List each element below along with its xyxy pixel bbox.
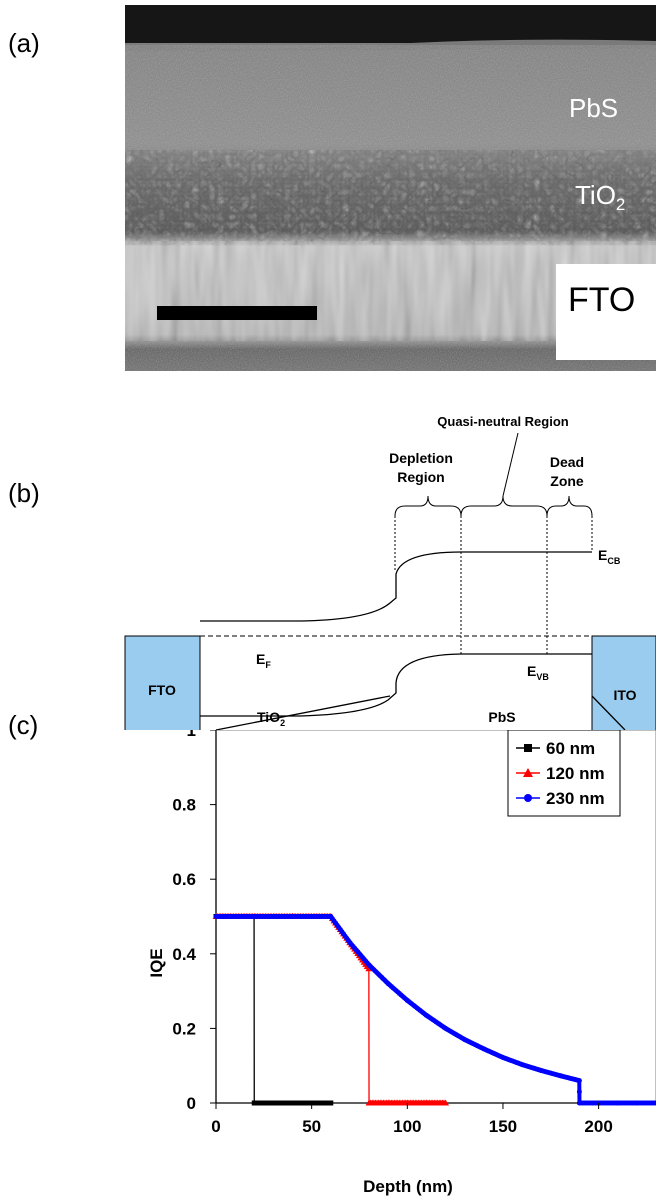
iqe-chart: 0 50 100 150 200 0 0.2 0.4 0.6 0.8 1 Depth (nm) IQ… bbox=[147, 730, 656, 1196]
data-point bbox=[523, 768, 533, 777]
pbs-layer-label: PbS bbox=[569, 93, 618, 123]
x-axis-label: Depth (nm) bbox=[363, 1177, 453, 1196]
series-2 bbox=[213, 914, 656, 1106]
quasi-neutral-brace bbox=[460, 495, 548, 517]
evb-label: EVB bbox=[527, 663, 549, 682]
legend-entry: 60 nm bbox=[516, 739, 595, 758]
band-diagram: Quasi-neutral Region Depletion Region De… bbox=[124, 414, 656, 730]
panel-a-label: (a) bbox=[8, 28, 40, 58]
series-line bbox=[216, 914, 656, 1105]
data-point bbox=[576, 1078, 582, 1084]
ef-label: EF bbox=[256, 651, 271, 670]
panel-b-label: (b) bbox=[8, 478, 40, 508]
legend-label: 230 nm bbox=[546, 789, 605, 808]
y-axis-label: IQE bbox=[147, 948, 166, 977]
data-point bbox=[524, 744, 532, 752]
ito-electrode-label: ITO bbox=[613, 687, 636, 703]
y-tick-label: 0 bbox=[187, 1094, 196, 1113]
quasi-neutral-pointer bbox=[502, 432, 519, 497]
quasi-neutral-region-label: Quasi-neutral Region bbox=[437, 414, 569, 429]
x-tick-label: 150 bbox=[489, 1117, 517, 1136]
series-line bbox=[216, 915, 331, 1104]
zoom-line-left bbox=[215, 695, 391, 730]
panel-c-label: (c) bbox=[8, 710, 39, 740]
y-tick-label: 0.4 bbox=[172, 945, 196, 964]
dead-zone-label-2: Zone bbox=[550, 473, 584, 489]
series-0 bbox=[213, 914, 334, 1106]
y-tick-label: 0.2 bbox=[172, 1019, 196, 1038]
data-point bbox=[576, 1089, 582, 1095]
data-point bbox=[524, 794, 532, 802]
x-tick-label: 200 bbox=[584, 1117, 612, 1136]
legend-entry: 230 nm bbox=[516, 789, 605, 808]
series-1 bbox=[212, 913, 450, 1106]
data-point bbox=[328, 1100, 334, 1106]
legend-label: 120 nm bbox=[546, 764, 605, 783]
zoom-line-right bbox=[591, 695, 626, 730]
fto-electrode-label: FTO bbox=[148, 682, 176, 698]
legend-entry: 120 nm bbox=[516, 764, 605, 783]
dead-zone-label-1: Dead bbox=[550, 454, 584, 470]
sem-cross-section-image: PbS TiO2 FTO bbox=[125, 5, 656, 371]
fto-electrode bbox=[124, 635, 201, 730]
chart-legend: 60 nm 120 nm 230 nm bbox=[507, 730, 621, 817]
depletion-brace bbox=[394, 495, 462, 517]
x-tick-label: 100 bbox=[393, 1117, 421, 1136]
ito-electrode bbox=[591, 635, 656, 730]
y-tick-label: 1 bbox=[187, 730, 196, 740]
depletion-region-label-1: Depletion bbox=[389, 450, 453, 466]
fto-label-box bbox=[556, 264, 656, 360]
legend-label: 60 nm bbox=[546, 739, 595, 758]
tio2-layer-label: TiO2 bbox=[575, 180, 625, 214]
valence-band bbox=[200, 653, 592, 717]
data-point bbox=[653, 1100, 656, 1106]
conduction-band bbox=[200, 551, 592, 622]
data-point bbox=[442, 1099, 450, 1106]
y-tick-label: 0.8 bbox=[172, 796, 196, 815]
tio2-region-label: TiO2 bbox=[257, 709, 285, 728]
depletion-region-label-2: Region bbox=[397, 469, 444, 485]
ecb-label: ECB bbox=[598, 547, 621, 566]
x-tick-label: 50 bbox=[302, 1117, 321, 1136]
fto-layer-label: FTO bbox=[568, 281, 635, 319]
pbs-region-label: PbS bbox=[488, 709, 515, 725]
series-line bbox=[216, 915, 446, 1104]
dead-zone-brace bbox=[546, 495, 593, 517]
x-tick-label: 0 bbox=[211, 1117, 220, 1136]
y-tick-label: 0.6 bbox=[172, 870, 196, 889]
